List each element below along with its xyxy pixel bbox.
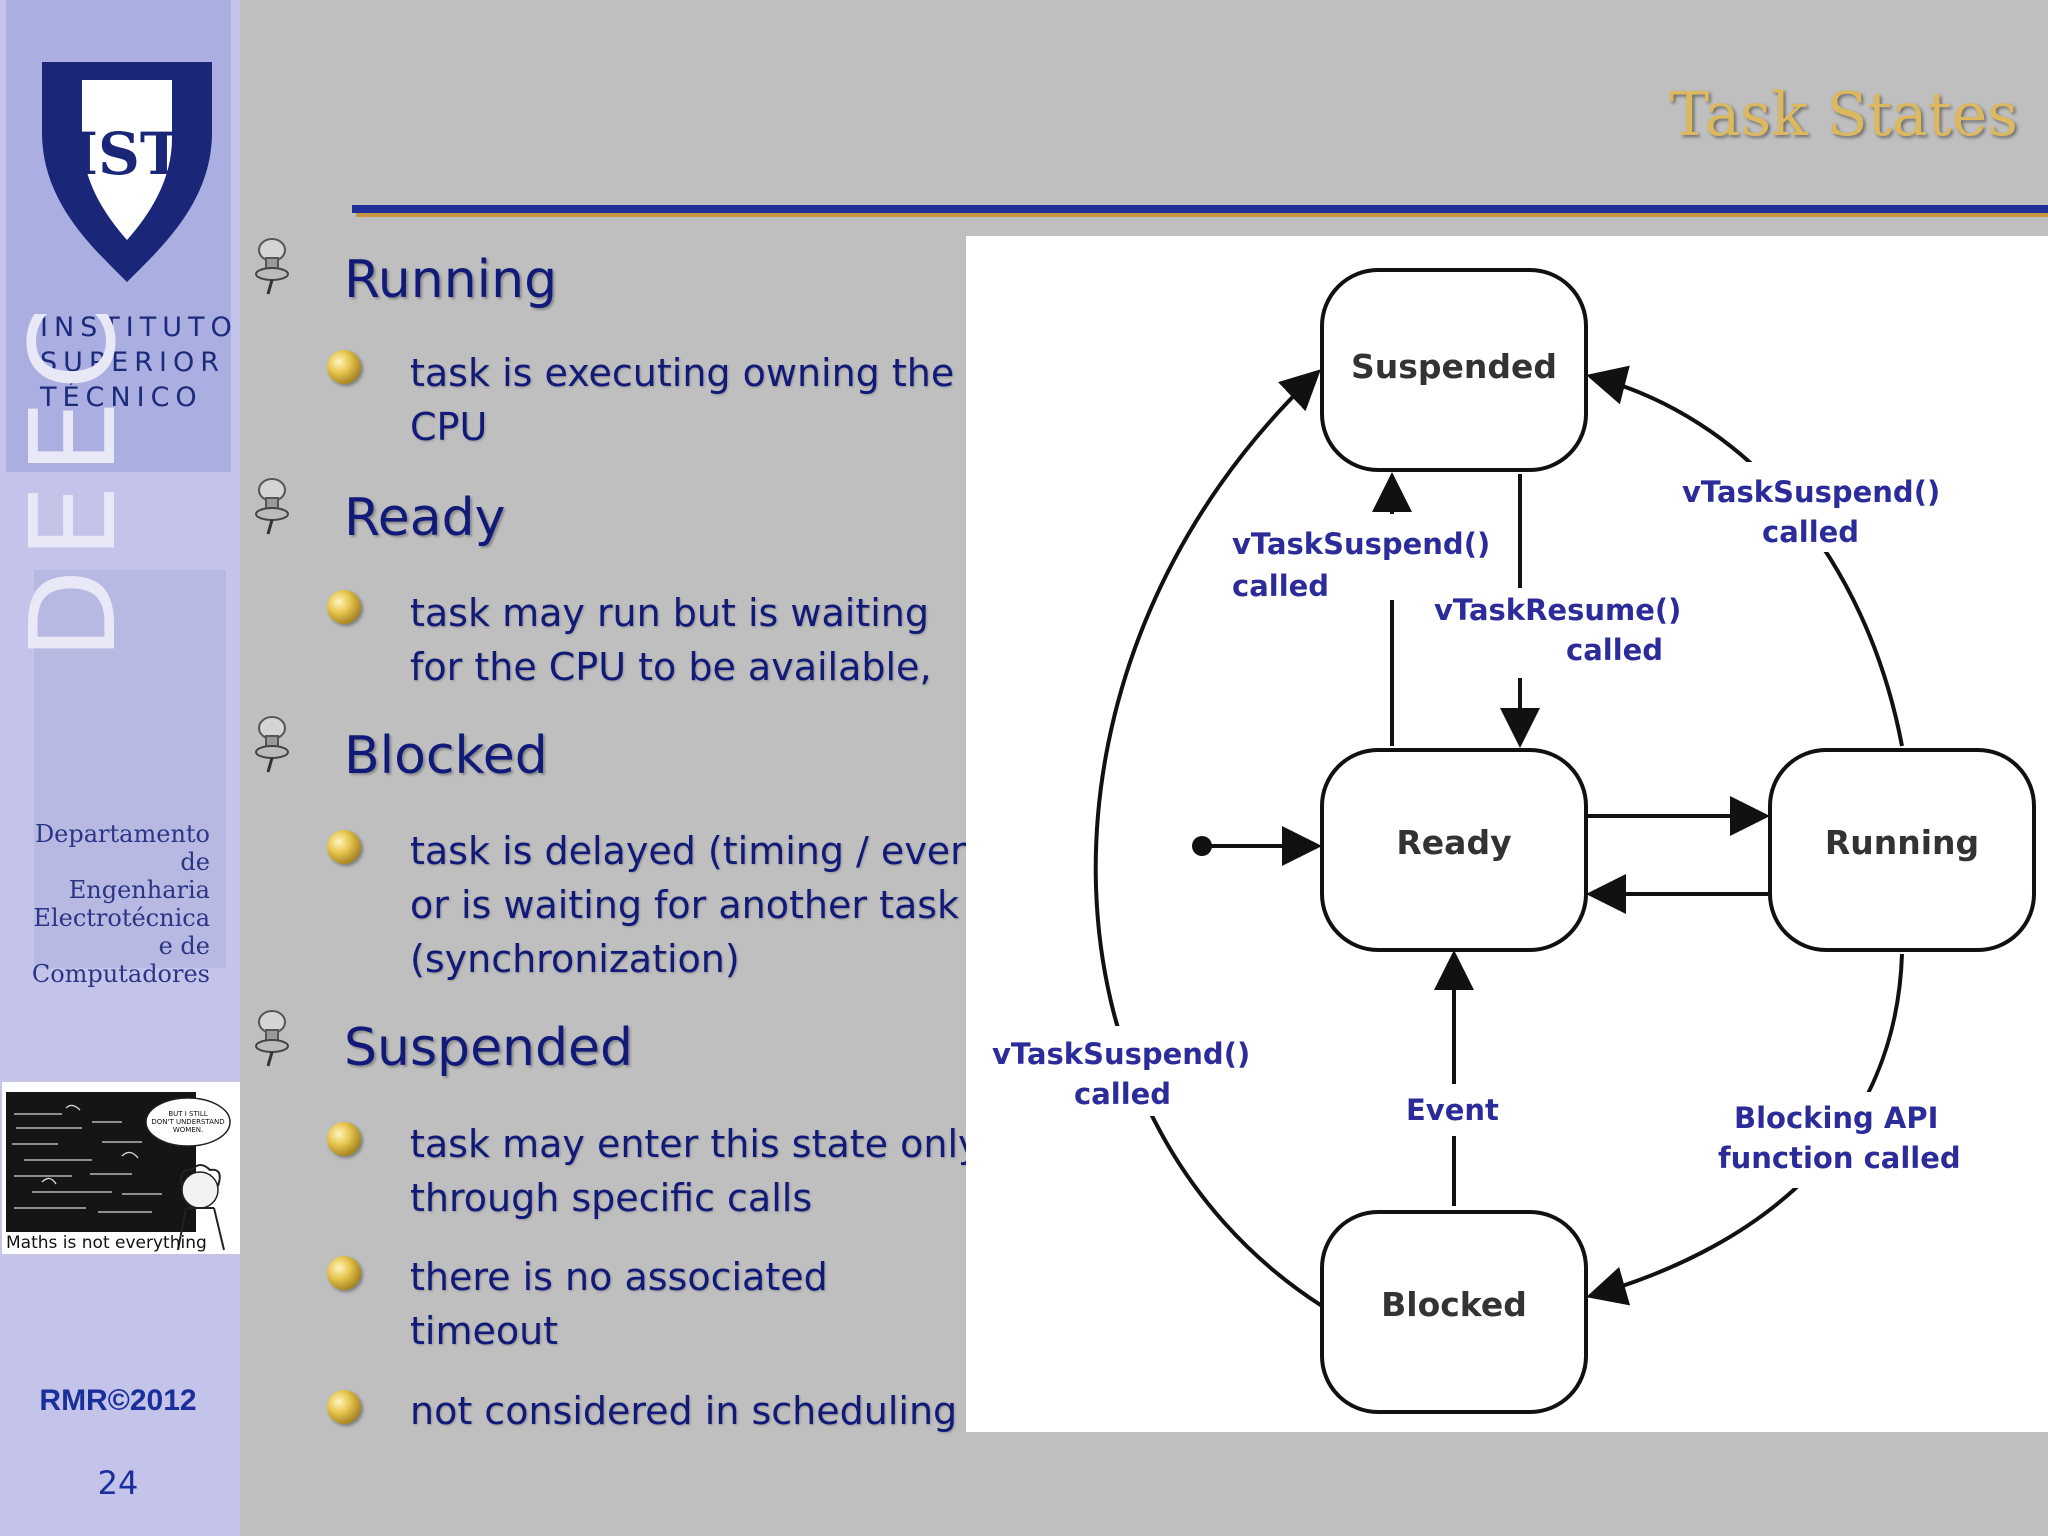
- bullet-ball-icon: [327, 1122, 361, 1156]
- heading-running: Running: [344, 250, 558, 310]
- heading-ready: Ready: [344, 488, 506, 548]
- edge-label-ready-to-suspended-2: called: [1232, 569, 1329, 603]
- edge-label-ready-to-suspended-1: vTaskSuspend(): [1232, 527, 1490, 561]
- running-description: task is executing owning the CPU: [410, 346, 954, 454]
- state-label-suspended: Suspended: [1351, 347, 1557, 386]
- suspended-description-1: task may enter this state only through s…: [410, 1117, 981, 1225]
- edge-label-suspended-to-ready-1: vTaskResume(): [1434, 593, 1681, 627]
- pushpin-icon: [255, 1010, 289, 1067]
- heading-blocked: Blocked: [344, 726, 548, 786]
- edge-label-blocked-to-ready: Event: [1406, 1093, 1499, 1127]
- ready-description: task may run but is waiting for the CPU …: [410, 586, 932, 694]
- text-line: (synchronization): [410, 937, 740, 981]
- edge-label-running-to-blocked-2: function called: [1718, 1141, 1961, 1175]
- edge-label-running-to-suspended-1: vTaskSuspend(): [1682, 475, 1940, 509]
- dept-line-3: Electrotécnica: [33, 904, 210, 932]
- label-bg: [1226, 514, 1506, 600]
- dept-line-5: Computadores: [31, 960, 210, 988]
- ist-logo-block: IST INSTITUTO SUPERIOR TÉCNICO: [6, 0, 232, 472]
- deec-letters: DEEC: [4, 297, 142, 660]
- pushpin-icon: [255, 716, 289, 773]
- bullet-ball-icon: [327, 350, 361, 384]
- text-line: task is delayed (timing / event): [410, 829, 1004, 873]
- arrow-blocked-to-suspended: [1093, 369, 1324, 1308]
- heading-suspended: Suspended: [344, 1018, 634, 1078]
- title-underline-accent: [356, 213, 2048, 217]
- sidebar: IST INSTITUTO SUPERIOR TÉCNICO DEEC Depa…: [0, 0, 240, 1536]
- state-box-running: [1768, 748, 2036, 952]
- state-diagram: Suspended Ready Running Blocked: [966, 236, 2048, 1432]
- state-label-running: Running: [1825, 823, 1979, 862]
- state-box-suspended: [1320, 268, 1588, 472]
- suspended-description-2: there is no associated timeout: [410, 1250, 828, 1358]
- cartoon-caption: Maths is not everything: [6, 1233, 207, 1253]
- title-underline: [352, 205, 2048, 213]
- text-line: task is executing owning the: [410, 351, 955, 395]
- institute-line-3: TÉCNICO: [40, 382, 203, 413]
- label-bg: [1674, 462, 1964, 552]
- label-bg: [986, 1026, 1266, 1116]
- bullet-ball-icon: [327, 590, 361, 624]
- text-line: or is waiting for another task: [410, 883, 960, 927]
- state-label-ready: Ready: [1396, 823, 1511, 862]
- state-label-blocked: Blocked: [1381, 1285, 1527, 1324]
- institute-line-2: SUPERIOR: [40, 347, 225, 378]
- dept-line-1: Departamento: [34, 820, 210, 848]
- state-diagram-svg: Suspended Ready Running Blocked: [986, 268, 2036, 1414]
- bullet-ball-icon: [327, 830, 361, 864]
- text-line: through specific calls: [410, 1176, 813, 1220]
- pushpin-icon: [255, 478, 289, 535]
- copyright-label: RMR©2012: [39, 1384, 197, 1417]
- department-name: Departamento de Engenharia Electrotécnic…: [32, 820, 210, 988]
- label-bg: [1394, 1084, 1514, 1136]
- text-line: for the CPU to be available,: [410, 645, 932, 689]
- text-line: there is no associated: [410, 1255, 828, 1299]
- text-line: CPU: [410, 405, 488, 449]
- edge-label-blocked-to-suspended-2: called: [1074, 1077, 1171, 1111]
- edge-label-suspended-to-ready-2: called: [1566, 633, 1663, 667]
- text-line: timeout: [410, 1309, 559, 1353]
- bullet-ball-icon: [327, 1256, 361, 1290]
- ist-shield-logo: IST: [42, 62, 212, 282]
- svg-text:IST: IST: [71, 120, 183, 188]
- page-number: 24: [97, 1464, 139, 1502]
- institute-line-1: INSTITUTO: [40, 312, 238, 343]
- arrow-running-to-suspended: [1586, 365, 1904, 747]
- text-line: task may enter this state only: [410, 1122, 981, 1166]
- edge-label-running-to-blocked-1: Blocking API: [1734, 1101, 1938, 1135]
- text-line: not considered in scheduling: [410, 1389, 958, 1433]
- bullet-ball-icon: [327, 1390, 361, 1424]
- dept-line-4: e de: [158, 932, 210, 960]
- initial-state-dot: [1192, 836, 1212, 856]
- deec-logo-block: DEEC Departamento de Engenharia Electrot…: [4, 298, 226, 988]
- edge-label-blocked-to-suspended-1: vTaskSuspend(): [992, 1037, 1250, 1071]
- text-line: task may run but is waiting: [410, 591, 930, 635]
- label-bg: [1712, 1092, 2002, 1188]
- edge-label-running-to-suspended-2: called: [1762, 515, 1859, 549]
- blocked-description: task is delayed (timing / event) or is w…: [410, 824, 1004, 986]
- state-box-blocked: [1320, 1210, 1588, 1414]
- suspended-description-3: not considered in scheduling: [410, 1384, 957, 1438]
- pushpin-icon: [255, 238, 289, 295]
- slide-title: Task States: [1669, 80, 2018, 150]
- label-bg: [1430, 588, 1654, 678]
- dept-line-2: de Engenharia: [68, 848, 210, 904]
